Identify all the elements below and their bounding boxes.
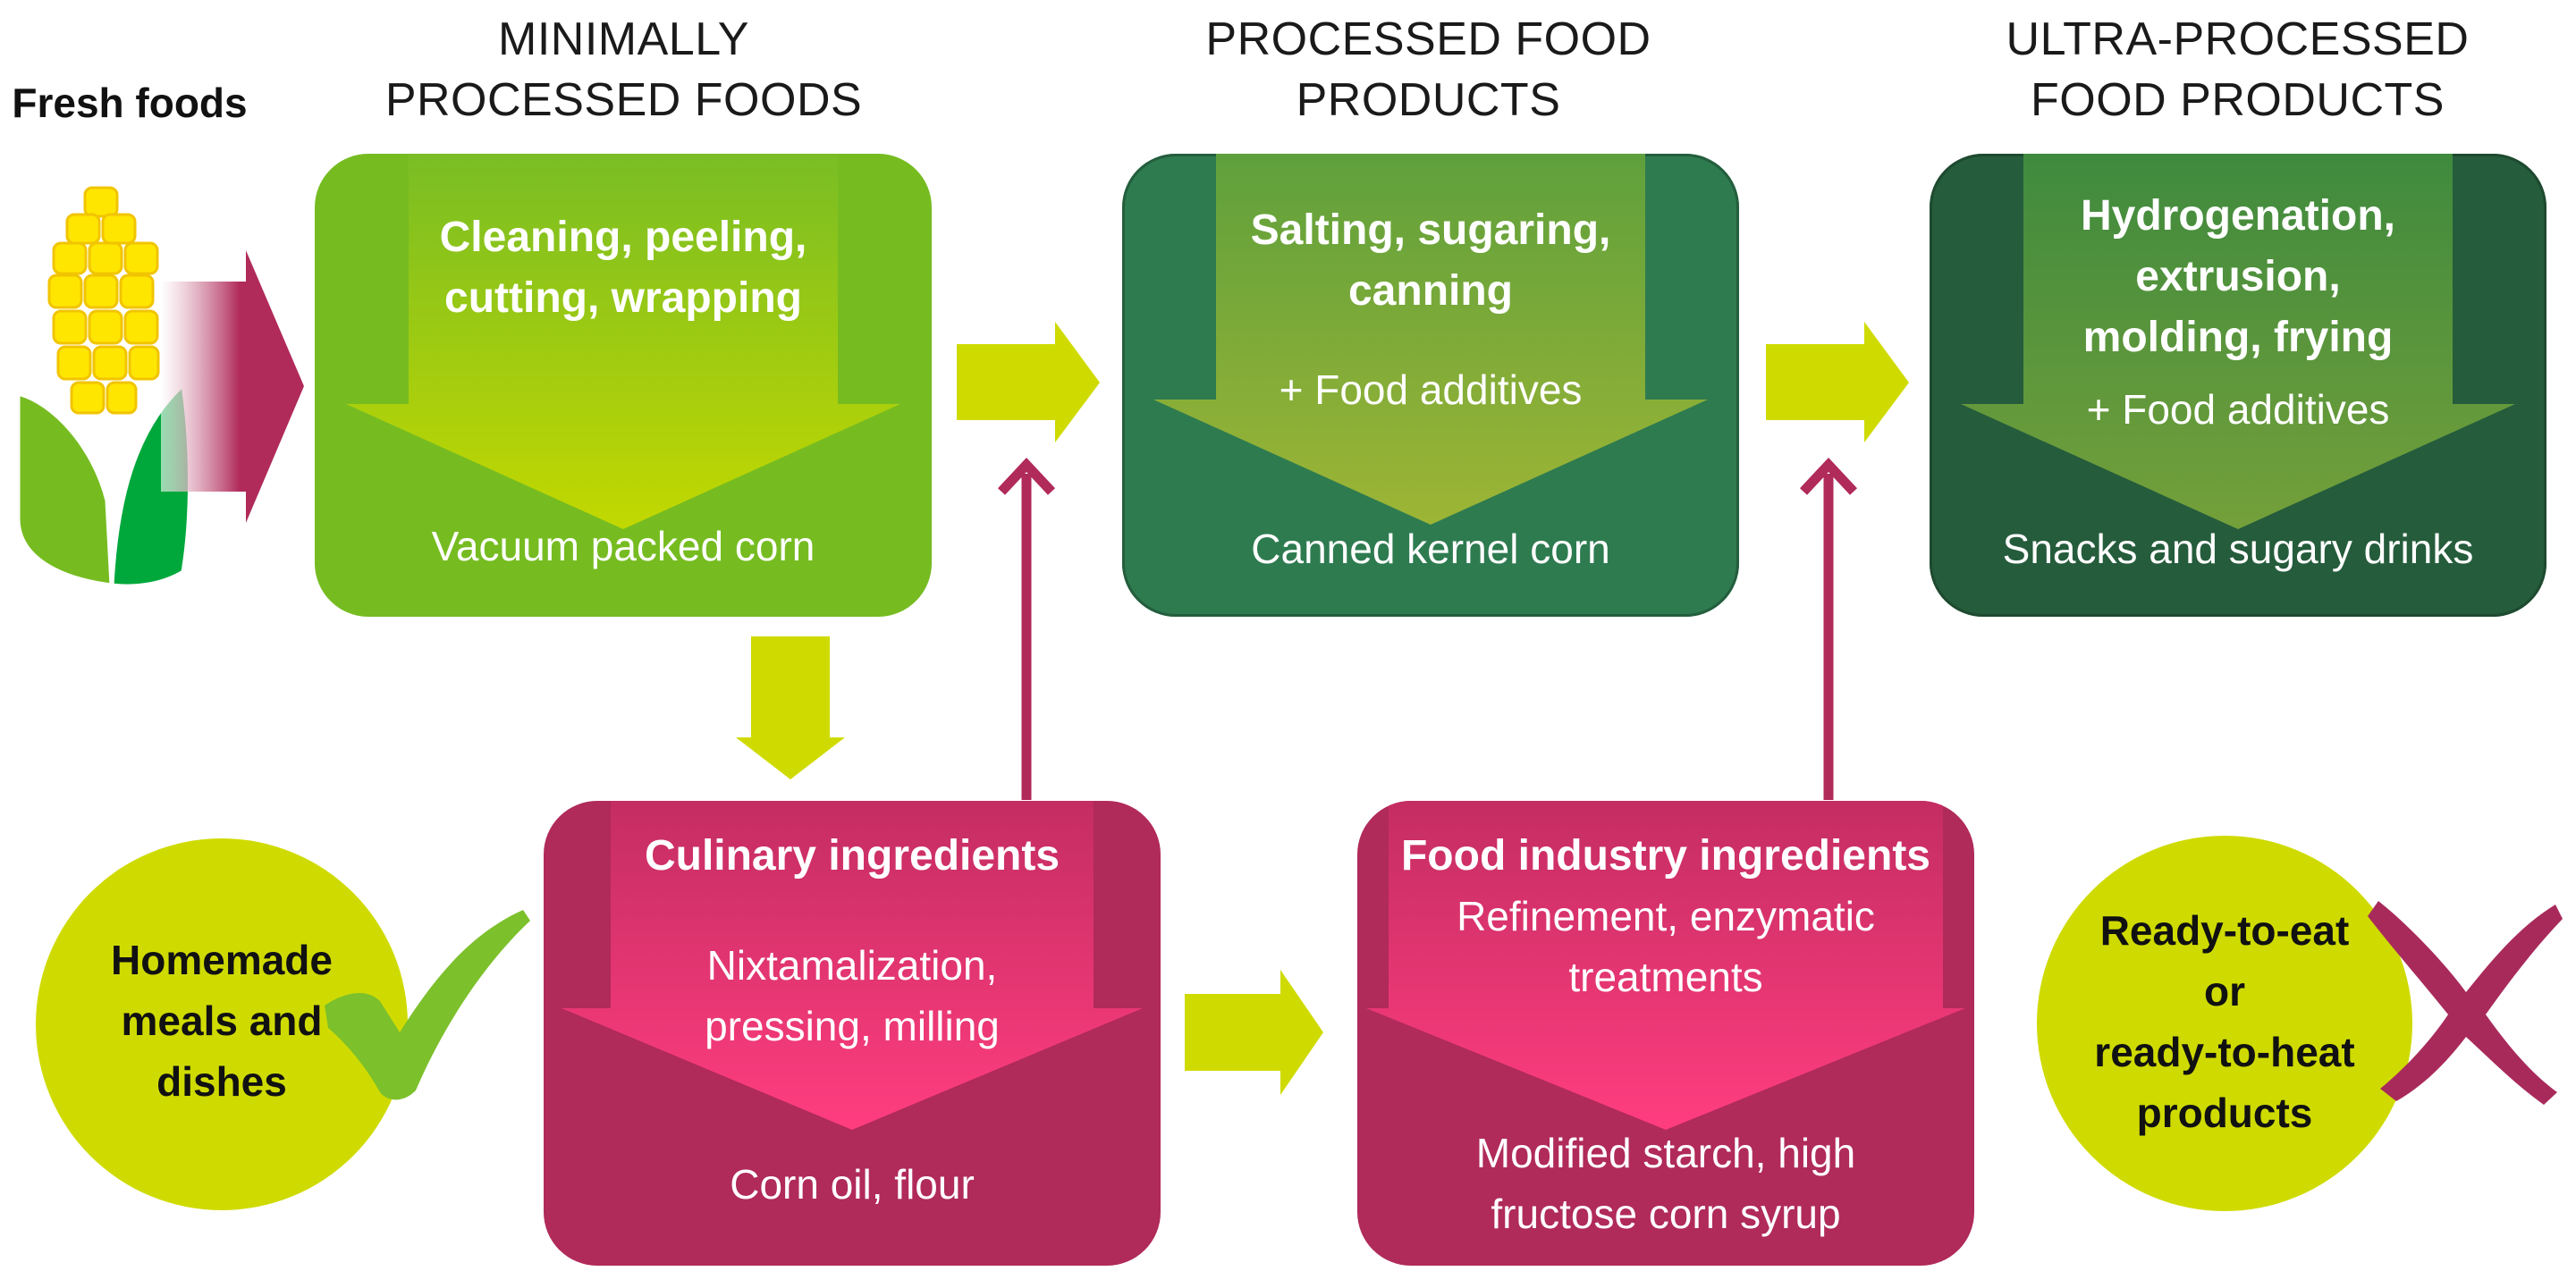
process-text: Nixtamalization, pressing, milling <box>544 935 1161 1056</box>
product-text: Canned kernel corn <box>1251 526 1610 572</box>
box-title: Food industry ingredients <box>1400 832 1930 880</box>
box-ultra-processed: Hydrogenation, extrusion, molding, fryin… <box>1930 154 2546 617</box>
outcome-line: Homemade <box>111 937 333 983</box>
arrow-minimal-to-processed <box>957 322 1100 442</box>
homemade-text: Homemade meals and dishes <box>36 930 408 1112</box>
process-text: Hydrogenation, extrusion, molding, fryin… <box>1930 186 2546 368</box>
heading-minimally-processed: MINIMALLY PROCESSED FOODS <box>295 9 952 130</box>
heading-line: FOOD PRODUCTS <box>2031 74 2445 126</box>
heading-line: PROCESSED FOOD <box>1205 13 1651 65</box>
box-processed-food: Salting, sugaring, canning + Food additi… <box>1122 154 1739 617</box>
process-line: Hydrogenation, <box>2080 192 2395 240</box>
product-text: Modified starch, high fructose corn syru… <box>1357 1123 1974 1244</box>
process-line: pressing, milling <box>705 1003 1000 1049</box>
product-text: Corn oil, flour <box>730 1161 975 1208</box>
heading-processed-food: PROCESSED FOOD PRODUCTS <box>1100 9 1757 130</box>
additives-text: + Food additives <box>2086 386 2390 433</box>
process-line: treatments <box>1568 954 1763 1000</box>
funnel-arrow <box>346 154 900 529</box>
box-food-industry-ingredients: Food industry ingredients Refinement, en… <box>1357 801 1974 1266</box>
fresh-foods-label: Fresh foods <box>12 80 248 126</box>
outcome-line: or <box>2204 968 2245 1014</box>
heading-line: ULTRA-PROCESSED <box>2006 13 2470 65</box>
ready-to-eat-circle: Ready-to-eat or ready-to-heat products <box>2037 836 2412 1211</box>
process-line: Salting, sugaring, <box>1250 206 1611 254</box>
additives-text: + Food additives <box>1279 366 1583 413</box>
process-line: extrusion, <box>2135 253 2341 300</box>
process-text: Refinement, enzymatic treatments <box>1357 886 1974 1007</box>
outcome-line: dishes <box>156 1058 287 1105</box>
product-line: Modified starch, high <box>1475 1130 1856 1176</box>
check-icon <box>325 910 530 1100</box>
funnel-arrow <box>1366 801 1965 1130</box>
outcome-line: ready-to-heat <box>2094 1029 2355 1075</box>
heading-line: PROCESSED FOODS <box>384 74 863 126</box>
arrow-minimal-to-culinary <box>736 636 845 779</box>
process-line: Nixtamalization, <box>706 942 998 989</box>
arrow-fresh-to-minimal <box>161 250 304 523</box>
process-line: Cleaning, peeling, <box>439 214 807 261</box>
arrow-culinary-to-industry <box>1185 970 1323 1095</box>
product-line: fructose corn syrup <box>1491 1191 1841 1237</box>
arrow-processed-to-ultra <box>1766 322 1909 442</box>
heading-ultra-processed: ULTRA-PROCESSED FOOD PRODUCTS <box>1909 9 2566 130</box>
process-line: cutting, wrapping <box>444 274 802 322</box>
product-text: Vacuum packed corn <box>431 523 815 569</box>
product-text: Snacks and sugary drinks <box>2002 526 2474 572</box>
cross-icon <box>2368 901 2563 1105</box>
box-minimally-processed: Cleaning, peeling, cutting, wrapping Vac… <box>315 154 932 617</box>
box-culinary-ingredients: Culinary ingredients Nixtamalization, pr… <box>544 801 1161 1266</box>
process-text: Cleaning, peeling, cutting, wrapping <box>315 207 932 329</box>
process-line: Refinement, enzymatic <box>1457 893 1875 939</box>
funnel-arrow <box>562 801 1143 1130</box>
funnel-arrow <box>1153 154 1708 525</box>
homemade-circle: Homemade meals and dishes <box>36 838 408 1210</box>
outcome-line: products <box>2136 1090 2313 1136</box>
process-text: Salting, sugaring, canning <box>1122 200 1739 322</box>
process-line: molding, frying <box>2082 314 2394 361</box>
corn-icon <box>18 186 192 589</box>
process-line: canning <box>1347 267 1513 315</box>
ready-to-eat-text: Ready-to-eat or ready-to-heat products <box>2037 900 2412 1143</box>
funnel-arrow <box>1961 154 2515 529</box>
outcome-line: meals and <box>121 998 323 1044</box>
box-title: Culinary ingredients <box>644 832 1060 880</box>
heading-line: PRODUCTS <box>1296 74 1561 126</box>
heading-line: MINIMALLY <box>498 13 749 65</box>
outcome-line: Ready-to-eat <box>2099 907 2350 954</box>
